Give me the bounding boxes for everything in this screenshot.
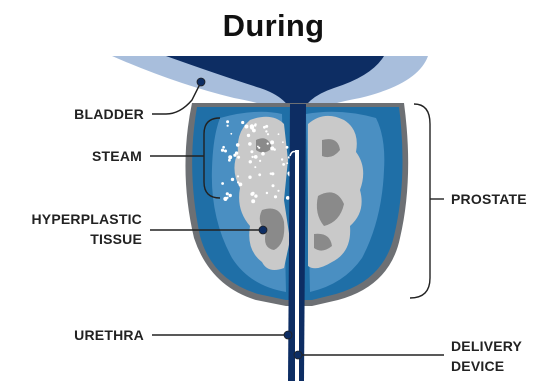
steam-dot	[241, 121, 244, 124]
steam-dot	[226, 197, 228, 199]
steam-dot	[226, 120, 229, 123]
steam-dot	[263, 126, 266, 129]
steam-dot	[227, 125, 229, 127]
steam-dot	[274, 195, 277, 198]
steam-dot	[254, 124, 257, 127]
steam-dot	[236, 143, 240, 147]
steam-dot	[251, 199, 255, 203]
steam-dot	[278, 133, 280, 135]
steam-dot	[222, 146, 225, 149]
hyperplastic-pointer-dot	[259, 226, 267, 234]
steam-dot	[221, 182, 224, 185]
delivery-device	[295, 150, 299, 381]
steam-dot	[251, 156, 253, 158]
label-urethra: URETHRA	[74, 327, 144, 344]
steam-dot	[258, 173, 261, 176]
steam-dot	[248, 142, 252, 146]
bladder-pointer-dot	[197, 78, 205, 86]
steam-dot	[286, 146, 289, 149]
steam-dot	[254, 166, 256, 168]
steam-dot	[221, 149, 224, 152]
steam-dot	[239, 183, 243, 187]
steam-dot	[248, 176, 251, 179]
steam-dot	[254, 194, 257, 197]
steam-dot	[282, 163, 285, 166]
label-hyperplastic-line1: HYPERPLASTIC	[31, 211, 142, 228]
steam-dot	[237, 175, 239, 177]
steam-dot	[254, 155, 258, 159]
steam-dot	[266, 192, 268, 194]
steam-dot	[259, 160, 261, 162]
label-delivery-line1: DELIVERY	[451, 338, 522, 355]
steam-dot	[235, 151, 238, 154]
label-hyperplastic-line2: TISSUE	[90, 231, 142, 248]
diagram-title: During	[0, 8, 547, 44]
urethra-pointer-dot	[284, 331, 292, 339]
steam-dot	[228, 159, 231, 162]
steam-dot	[270, 173, 272, 175]
steam-dot	[226, 192, 229, 195]
delivery-pointer-dot	[294, 351, 302, 359]
steam-dot	[270, 146, 274, 150]
steam-dot	[250, 150, 253, 153]
steam-dot	[270, 140, 274, 144]
label-steam: STEAM	[92, 148, 142, 165]
label-delivery-line2: DEVICE	[451, 358, 504, 375]
steam-dot	[250, 192, 254, 196]
steam-dot	[237, 181, 239, 183]
prostate-bracket	[410, 104, 430, 298]
steam-dot	[261, 152, 265, 156]
steam-dot	[249, 160, 252, 163]
steam-dot	[267, 133, 269, 135]
steam-dot	[267, 143, 269, 145]
steam-dot	[247, 134, 250, 137]
steam-dot	[244, 125, 248, 129]
steam-dot	[228, 155, 232, 159]
steam-dot	[252, 129, 256, 133]
steam-dot	[286, 162, 288, 164]
label-prostate: PROSTATE	[451, 191, 527, 208]
steam-dot	[282, 141, 284, 143]
steam-dot	[224, 150, 227, 153]
steam-dot	[237, 156, 240, 159]
steam-dot	[277, 190, 279, 192]
steam-dot	[230, 133, 232, 135]
label-bladder: BLADDER	[74, 106, 144, 123]
steam-dot	[286, 196, 290, 200]
steam-dot	[257, 146, 259, 148]
steam-dot	[281, 158, 283, 160]
steam-dot	[272, 184, 275, 187]
steam-dot	[231, 178, 234, 181]
steam-dot	[229, 194, 232, 197]
steam-dot	[265, 130, 267, 132]
steam-dot	[250, 124, 254, 128]
